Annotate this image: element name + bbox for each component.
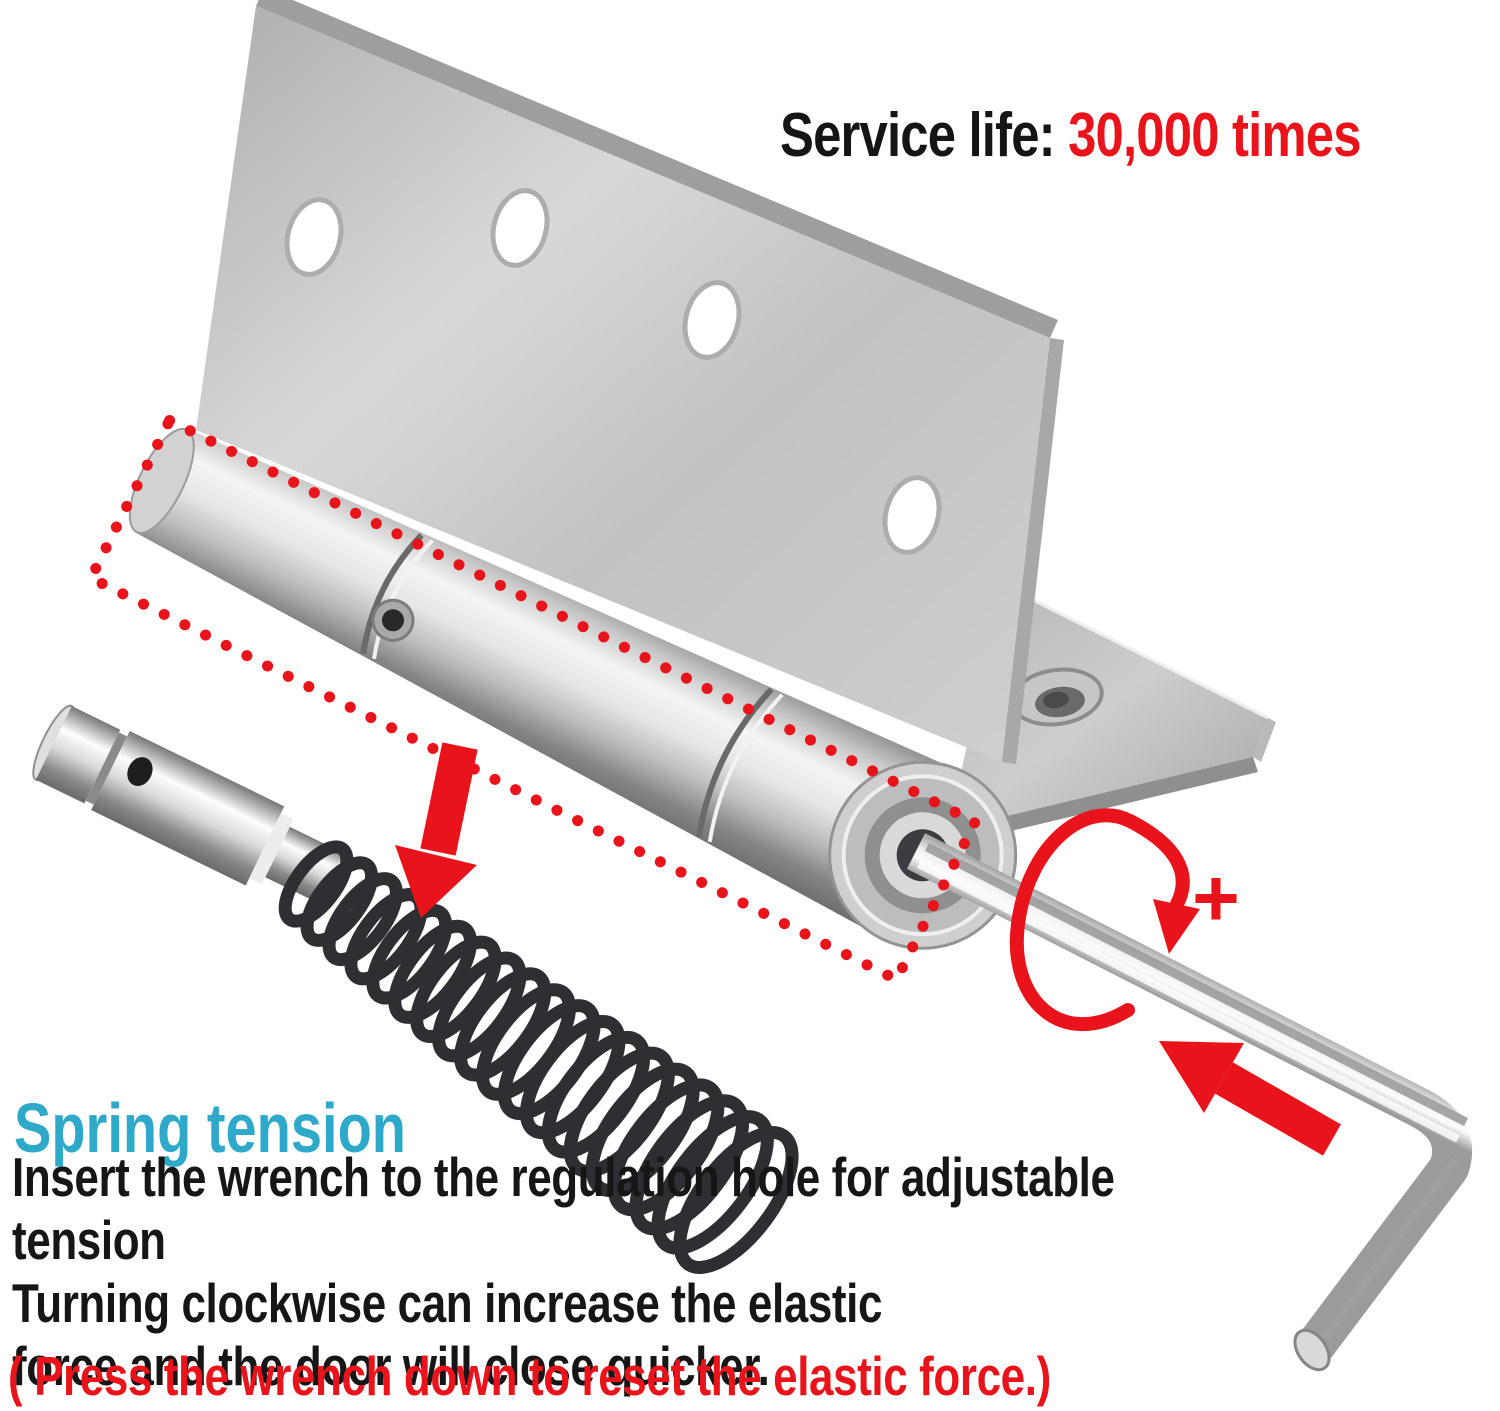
upper-hinge-leaf [196,0,1064,764]
wrench-facet-line [924,842,1469,1127]
pin-cap-segment [35,706,121,804]
pin-groove [85,732,128,805]
spring-pin [32,704,344,904]
leaf-screw-holes [284,188,942,555]
rotate-arrow [1009,808,1200,1032]
pin-body [91,730,285,886]
lower-leaf-edge [948,757,1258,845]
set-screw-hex-hole [382,609,405,632]
wrench-highlight-line [917,860,1460,1143]
knuckle-seam-highlight [372,539,434,660]
screw-hole [284,197,344,277]
screw-hole [490,188,550,268]
service-life-text: Service life: 30,000 times [780,100,1361,171]
upper-leaf-face [196,6,1050,762]
wrench-hex-tip [1293,1328,1331,1372]
spring-tension-label: Spring tension [14,1089,406,1167]
service-life-label: Service life: [780,101,1069,170]
knuckle-seam-highlight [707,693,784,843]
instructions-text: Insert the wrench to the regulation hole… [12,1146,1115,1397]
upper-leaf-top-edge [256,0,1058,338]
knuckle-seam [695,687,774,838]
pin-step-ring [249,813,294,885]
dotted-outline [83,413,983,987]
hex-wrench [906,833,1473,1372]
screw-hole [682,280,742,360]
lower-leaf-highlight [1002,583,1269,720]
screw-hole [882,475,942,555]
reset-note-text: ( Press the wrench down to reset the ela… [8,1345,1051,1407]
upper-leaf-right-edge [1002,338,1064,764]
wrench-arm-facet [1321,1157,1459,1341]
plus-sign: + [1192,853,1240,944]
barrel-body [134,427,964,938]
knuckle-seam [360,533,424,655]
lower-leaf-side-edge [1253,718,1276,762]
straight-arrow [1159,1041,1341,1156]
down-arrow [395,742,478,918]
pin-hole [127,757,153,787]
service-life-value: 30,000 times [1068,101,1361,170]
